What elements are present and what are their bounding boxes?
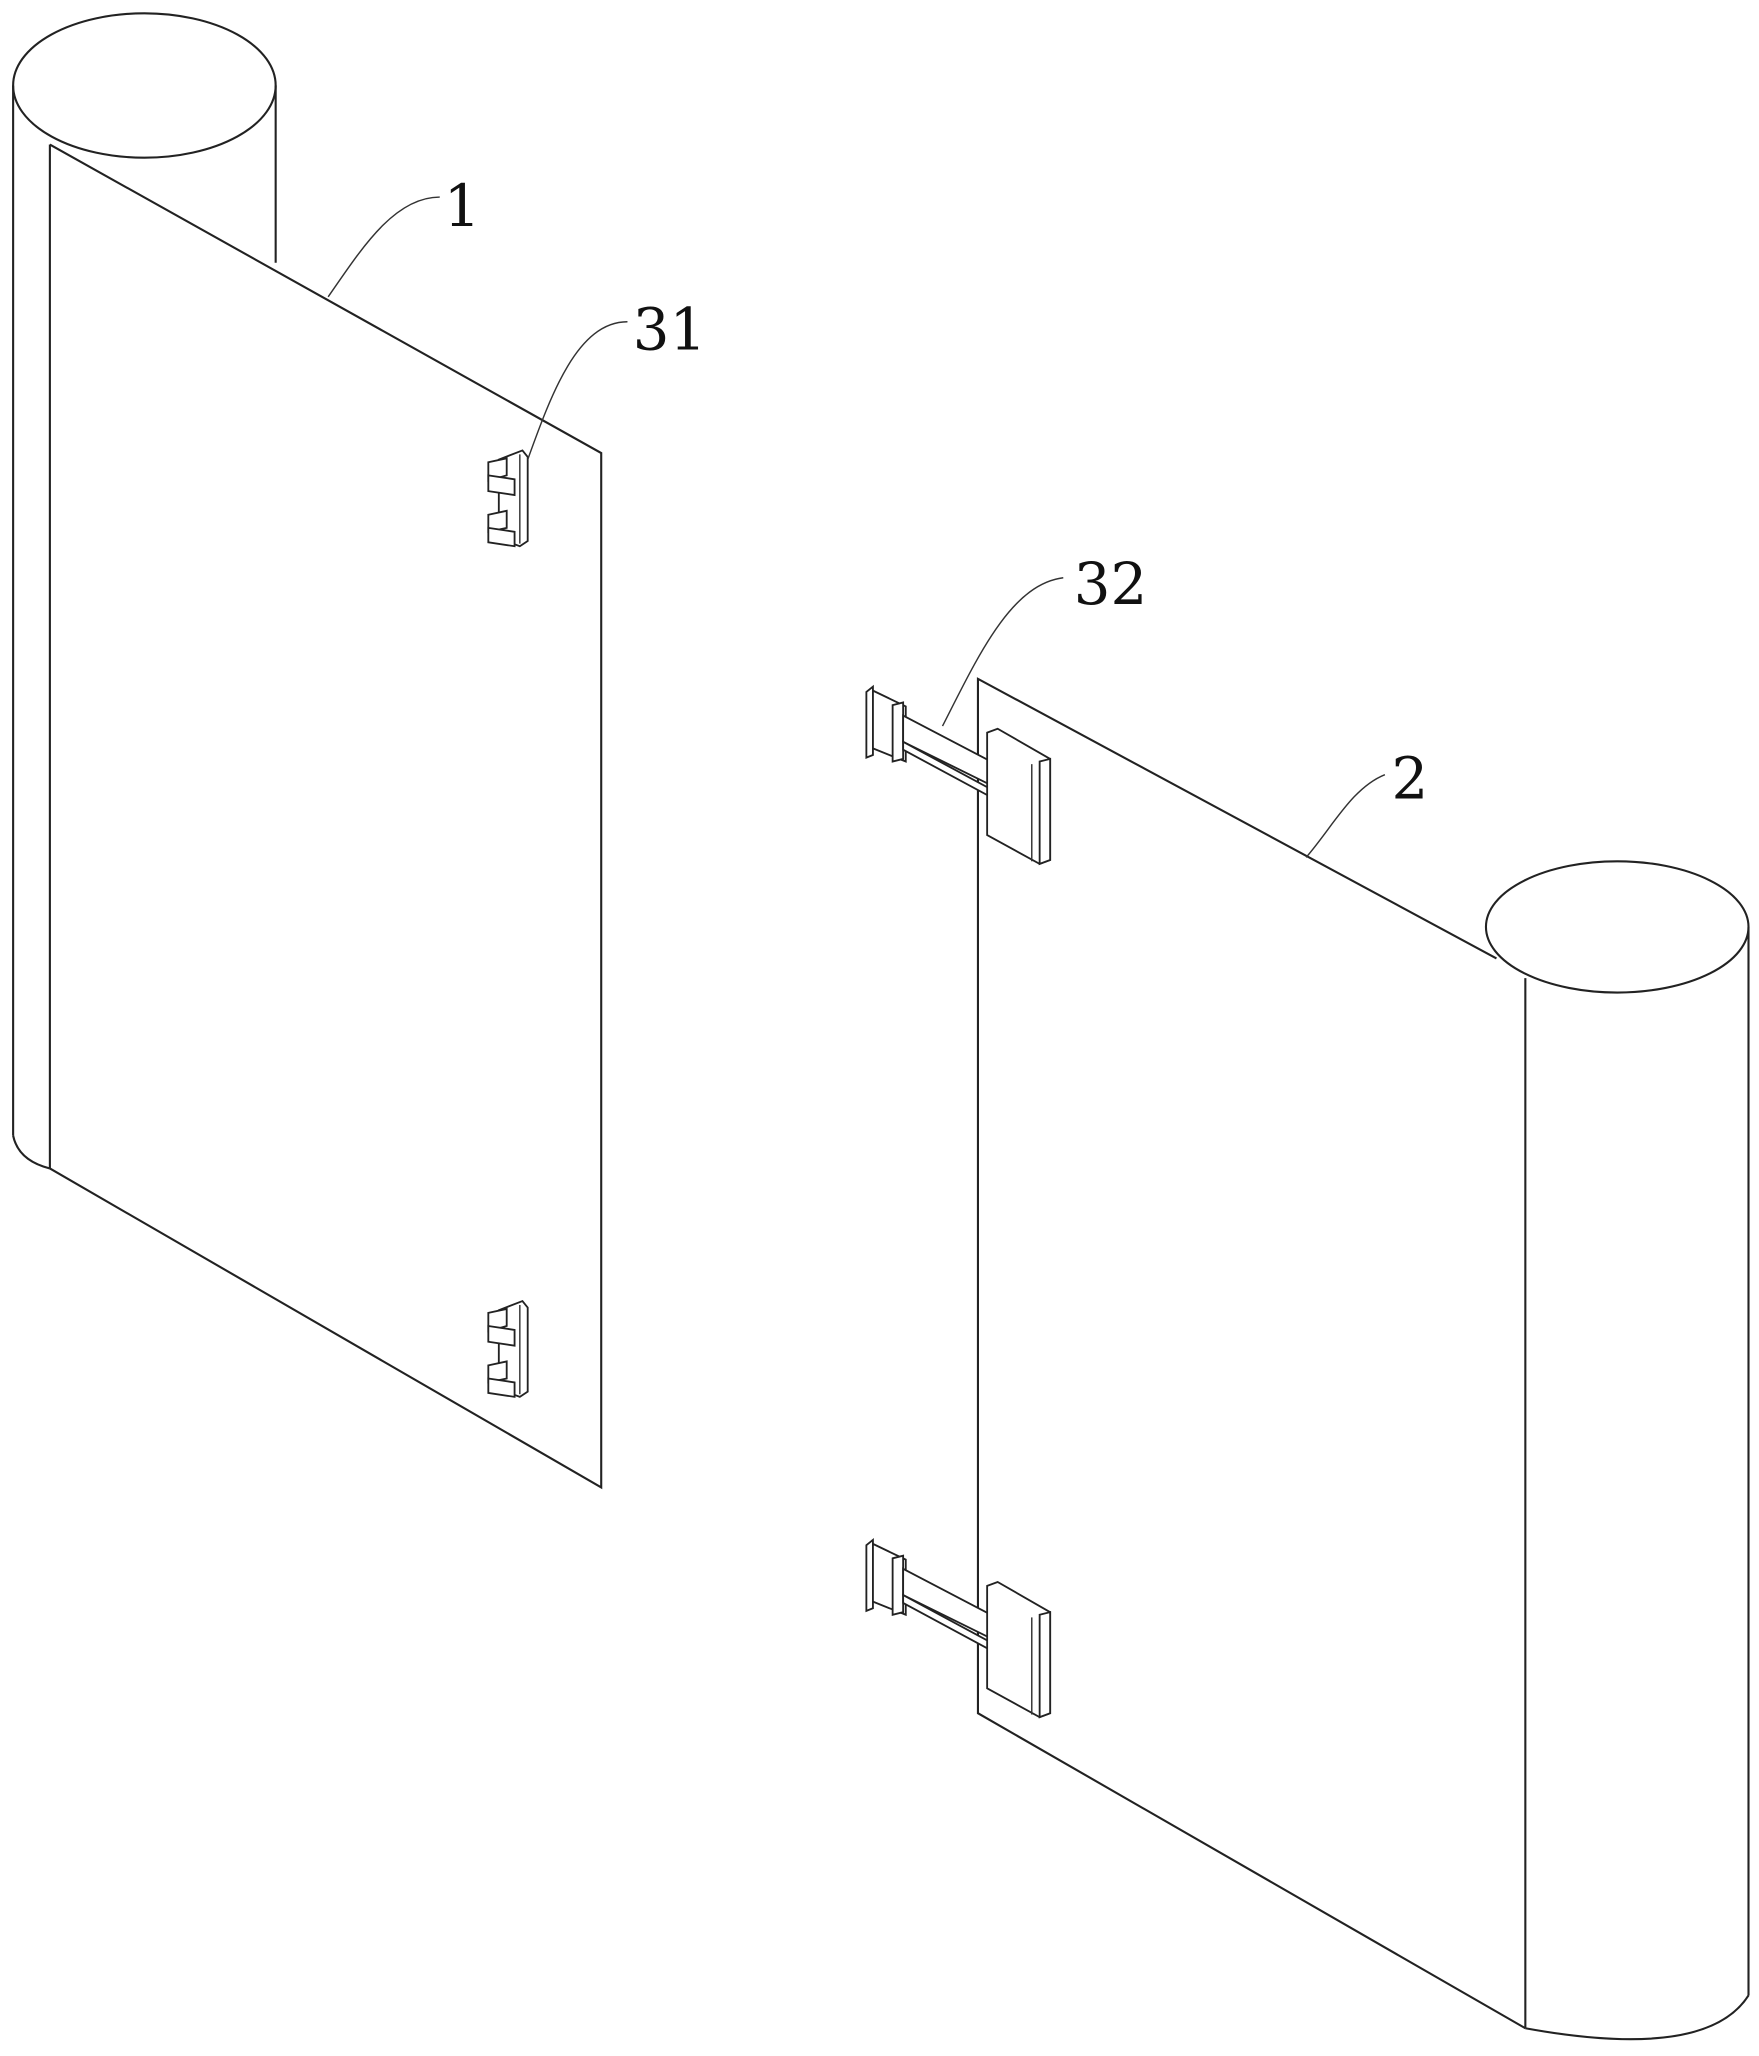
connector-31-top bbox=[487, 449, 529, 548]
connector-31-bottom bbox=[487, 1300, 529, 1398]
panel-1 bbox=[12, 12, 603, 1490]
leader-32 bbox=[941, 577, 1064, 727]
leader-2 bbox=[1305, 773, 1386, 858]
panel-2 bbox=[865, 677, 1750, 2041]
label-1: 1 bbox=[444, 172, 481, 240]
roller-top-ellipse-2 bbox=[1484, 860, 1750, 994]
roller-top-ellipse-1 bbox=[12, 12, 277, 159]
label-2: 2 bbox=[1391, 744, 1428, 812]
leader-31 bbox=[527, 321, 628, 460]
connector-32-bottom bbox=[865, 1539, 1052, 1719]
label-32: 32 bbox=[1074, 550, 1148, 618]
label-31: 31 bbox=[633, 295, 707, 363]
leader-1 bbox=[327, 196, 440, 298]
connector-32-top bbox=[865, 685, 1052, 865]
